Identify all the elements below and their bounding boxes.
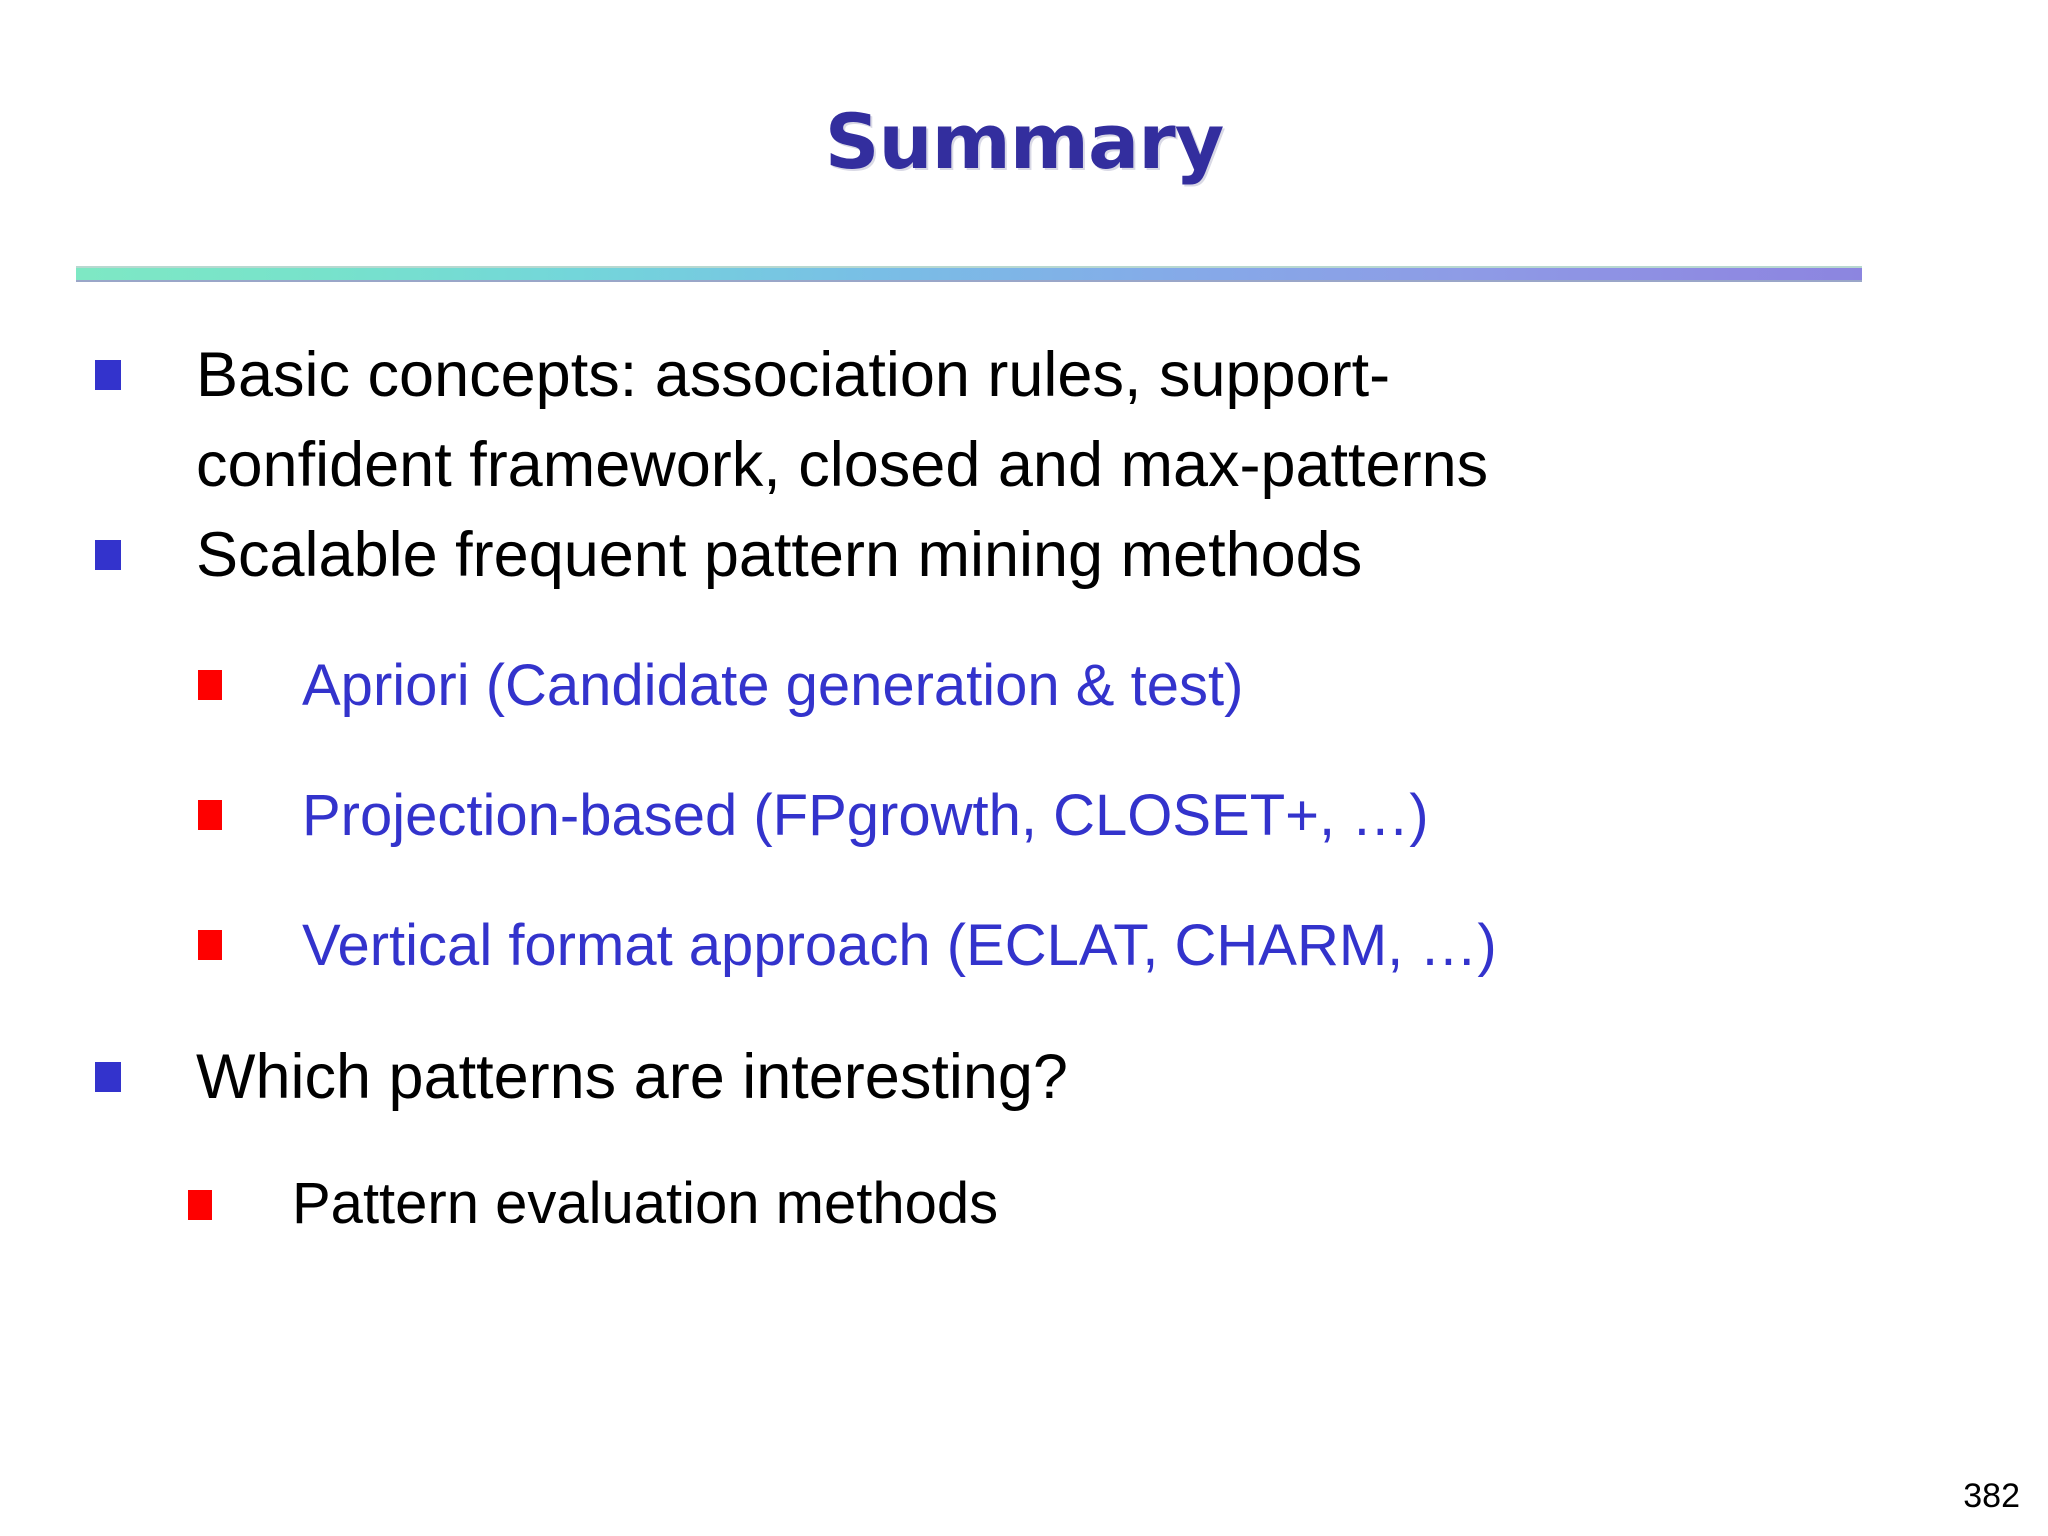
list-item-label: Which patterns are interesting? bbox=[196, 1042, 1068, 1112]
page-title: Summary bbox=[824, 97, 1225, 186]
list-item[interactable]: Scalable frequent pattern mining methods bbox=[0, 510, 2048, 642]
red-square-bullet-icon bbox=[198, 800, 222, 830]
list-item-label: Apriori (Candidate generation & test) bbox=[302, 653, 1244, 718]
page-number: 382 bbox=[1963, 1477, 2020, 1515]
list-item-label: Scalable frequent pattern mining methods bbox=[196, 520, 1363, 590]
list-item-label: Projection-based (FPgrowth, CLOSET+, …) bbox=[302, 783, 1429, 848]
list-item[interactable]: Basic concepts: association rules, suppo… bbox=[0, 330, 2048, 510]
list-item[interactable]: Apriori (Candidate generation & test) bbox=[0, 642, 2048, 772]
red-square-bullet-icon bbox=[188, 1190, 212, 1220]
blue-square-bullet-icon bbox=[95, 1062, 121, 1092]
list-item[interactable]: Pattern evaluation methods bbox=[0, 1160, 2048, 1280]
blue-square-bullet-icon bbox=[95, 540, 121, 570]
list-item-label: Basic concepts: association rules, suppo… bbox=[196, 340, 1391, 410]
blue-square-bullet-icon bbox=[95, 360, 121, 390]
red-square-bullet-icon bbox=[198, 670, 222, 700]
red-square-bullet-icon bbox=[198, 930, 222, 960]
list-item[interactable]: Which patterns are interesting? bbox=[0, 1032, 2048, 1160]
list-item[interactable]: Vertical format approach (ECLAT, CHARM, … bbox=[0, 902, 2048, 1032]
list-item-label-continued: confident framework, closed and max-patt… bbox=[196, 430, 1489, 500]
title-divider-rule bbox=[76, 266, 1862, 282]
list-item-label: Vertical format approach (ECLAT, CHARM, … bbox=[302, 913, 1497, 978]
list-item[interactable]: Projection-based (FPgrowth, CLOSET+, …) bbox=[0, 772, 2048, 902]
list-item-label: Pattern evaluation methods bbox=[292, 1171, 999, 1236]
slide-body: Basic concepts: association rules, suppo… bbox=[0, 330, 2048, 1280]
